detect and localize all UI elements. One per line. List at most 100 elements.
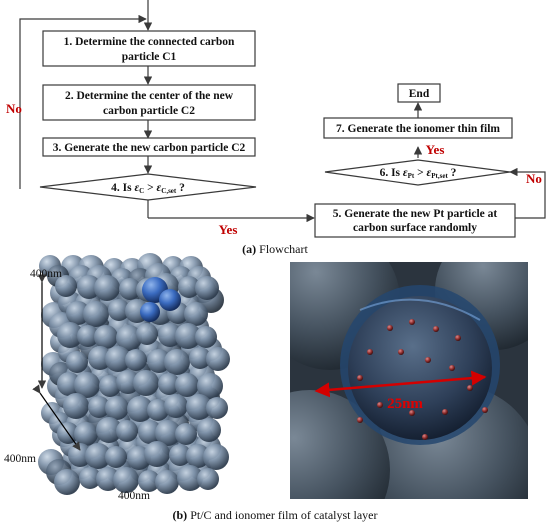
yes-label-bottom: Yes (219, 222, 238, 237)
carbon-sphere (175, 373, 199, 397)
pt-particle (409, 319, 415, 325)
scale-label: 25nm (387, 396, 423, 412)
carbon-sphere (138, 470, 160, 492)
end-box (397, 83, 441, 103)
pt-particle (442, 409, 448, 415)
pt-particle (422, 434, 428, 440)
no-label-right: No (526, 171, 542, 186)
no-label-left: No (6, 101, 22, 116)
carbon-sphere (88, 396, 110, 418)
step2-line1: 2. Determine the center of the new (65, 90, 234, 102)
decision4-diamond (39, 173, 257, 201)
dim-label-bottom: 400nm (118, 490, 150, 502)
step5-box (314, 203, 516, 238)
carbon-sphere (74, 372, 100, 398)
end-label: End (409, 88, 430, 100)
step3-box (42, 137, 256, 157)
carbon-sphere (158, 373, 180, 395)
carbon-sphere (94, 275, 120, 301)
step1-box (42, 30, 256, 67)
pt-particle (398, 349, 404, 355)
carbon-sphere (77, 325, 99, 347)
dim-label-top: 400nm (30, 268, 62, 280)
carbon-sphere (57, 322, 83, 348)
carbon-sphere (105, 346, 131, 372)
carbon-sphere (105, 396, 129, 420)
step3-label: 3. Generate the new carbon particle C2 (53, 142, 246, 154)
carbon-sphere (96, 417, 122, 443)
carbon-sphere (116, 325, 142, 351)
carbon-sphere (66, 351, 88, 373)
carbon-sphere (206, 347, 230, 371)
decision6-diamond (324, 159, 511, 186)
step5-line1: 5. Generate the new Pt particle at (333, 208, 498, 220)
carbon-sphere (206, 397, 228, 419)
flowchart: 1. Determine the connected carbon partic… (6, 0, 546, 238)
carbon-sphere (189, 347, 211, 369)
carbon-sphere (113, 467, 139, 493)
pt-particle (357, 417, 363, 423)
carbon-particle (348, 296, 492, 440)
pt-particle (455, 335, 461, 341)
carbon-sphere (195, 276, 219, 300)
carbon-sphere (197, 418, 221, 442)
carbon-sphere (155, 470, 179, 494)
closeup-render: 25nm (290, 262, 528, 499)
step5-line2: carbon surface randomly (353, 222, 477, 234)
step7-box (323, 117, 513, 139)
carbon-sphere (144, 441, 170, 467)
carbon-sphere (99, 375, 121, 397)
carbon-sphere (127, 396, 153, 422)
pt-particle (467, 385, 473, 391)
carbon-sphere (203, 444, 229, 470)
decision4-label: 4. Is εC > εC,set ? (111, 182, 185, 195)
carbon-sphere (108, 299, 130, 321)
connector-5-6 (509, 167, 546, 219)
pt-particle (387, 325, 393, 331)
pt-particle (425, 357, 431, 363)
connector-no-loop (19, 14, 147, 189)
pt-particle (377, 402, 383, 408)
carbon-sphere (195, 326, 217, 348)
caption-a: (a) Flowchart (242, 242, 308, 256)
carbon-sphere (197, 468, 219, 490)
carbon-sphere (133, 370, 159, 396)
carbon-sphere (55, 275, 77, 297)
carbon-sphere (177, 465, 203, 491)
step7-label: 7. Generate the ionomer thin film (336, 123, 500, 135)
carbon-sphere (63, 393, 89, 419)
dim-label-left: 400nm (4, 453, 36, 465)
pt-particle (449, 365, 455, 371)
carbon-sphere (169, 444, 191, 466)
pt-particles (357, 319, 488, 440)
carbon-sphere (147, 399, 169, 421)
carbon-sphere (164, 349, 190, 375)
yes-label-right: Yes (426, 142, 445, 157)
carbon-sphere (116, 420, 138, 442)
carbon-sphere (155, 420, 181, 446)
carbon-sphere (94, 325, 118, 349)
new-carbon-sphere (140, 302, 160, 322)
step1-line2: particle C1 (122, 51, 177, 63)
pt-particle (357, 375, 363, 381)
sphere-pack-render: 400nm 400nm 400nm (4, 253, 230, 502)
carbon-sphere (184, 302, 208, 326)
carbon-sphere (186, 394, 212, 420)
carbon-sphere (197, 373, 223, 399)
step1-line1: 1. Determine the connected carbon (64, 36, 235, 48)
carbon-sphere (79, 467, 101, 489)
carbon-sphere (119, 278, 141, 300)
pt-particle (409, 410, 415, 416)
dim-arrow-diagonal (32, 384, 81, 451)
carbon-sphere (125, 349, 147, 371)
step2-line2: carbon particle C2 (103, 105, 195, 117)
carbon-sphere (74, 422, 98, 446)
new-carbon-sphere (159, 289, 181, 311)
carbon-sphere (85, 443, 111, 469)
carbon-sphere (164, 394, 188, 418)
carbon-sphere (136, 323, 158, 345)
carbon-sphere (105, 446, 127, 468)
carbon-sphere (178, 276, 200, 298)
